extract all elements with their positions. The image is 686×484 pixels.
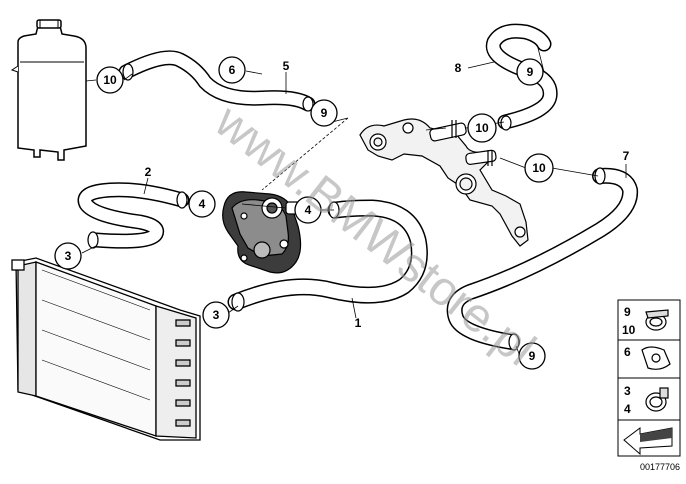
hose-clamp-icon: [645, 309, 669, 331]
svg-text:10: 10: [532, 161, 546, 175]
callout-5: 5: [283, 59, 290, 73]
svg-text:9: 9: [321, 106, 328, 120]
callout-6: 6: [218, 56, 246, 84]
coolant-pipe-icon: [359, 118, 529, 247]
callout-10-right: 10: [524, 153, 554, 183]
svg-text:6: 6: [229, 63, 236, 77]
hose-1: [227, 199, 428, 312]
svg-text:9: 9: [527, 65, 534, 79]
callout-3-upper: 3: [54, 242, 82, 270]
svg-text:3: 3: [213, 308, 220, 322]
legend-panel: 9 10 6 3 4: [617, 299, 681, 457]
callout-9-top: 9: [310, 99, 338, 127]
legend-num-10: 10: [622, 323, 636, 337]
part-number: 00177706: [640, 462, 680, 472]
callout-10-mid: 10: [467, 113, 497, 143]
callout-9-upper-right: 9: [516, 58, 544, 86]
callout-4-left: 4: [188, 190, 216, 218]
svg-text:9: 9: [529, 349, 536, 363]
pipe-clip-icon: [641, 346, 671, 370]
svg-text:4: 4: [199, 197, 206, 211]
hose-7: [446, 167, 639, 351]
hose-5: [118, 50, 316, 112]
callout-4-right: 4: [294, 196, 322, 224]
legend-num-9: 9: [624, 305, 631, 319]
callout-9-bottom: 9: [518, 342, 546, 370]
hose-2: [77, 182, 190, 249]
callout-1: 1: [355, 316, 362, 330]
callout-10-tank: 10: [96, 66, 124, 94]
hose-8: [485, 23, 558, 131]
expansion-tank-icon: [10, 19, 87, 161]
svg-text:10: 10: [475, 121, 489, 135]
legend-num-3: 3: [624, 384, 631, 398]
svg-text:3: 3: [65, 249, 72, 263]
callout-3-lower: 3: [202, 301, 230, 329]
callout-2: 2: [145, 165, 152, 179]
legend-num-6: 6: [624, 345, 631, 359]
svg-text:10: 10: [103, 73, 117, 87]
radiator-icon: [11, 257, 201, 441]
water-pump-icon: [222, 191, 303, 274]
direction-arrow-icon: [623, 427, 673, 456]
callout-8: 8: [455, 61, 462, 75]
svg-text:4: 4: [305, 203, 312, 217]
legend-num-4: 4: [624, 402, 631, 416]
worm-clamp-icon: [645, 387, 669, 412]
callout-7: 7: [623, 149, 630, 163]
